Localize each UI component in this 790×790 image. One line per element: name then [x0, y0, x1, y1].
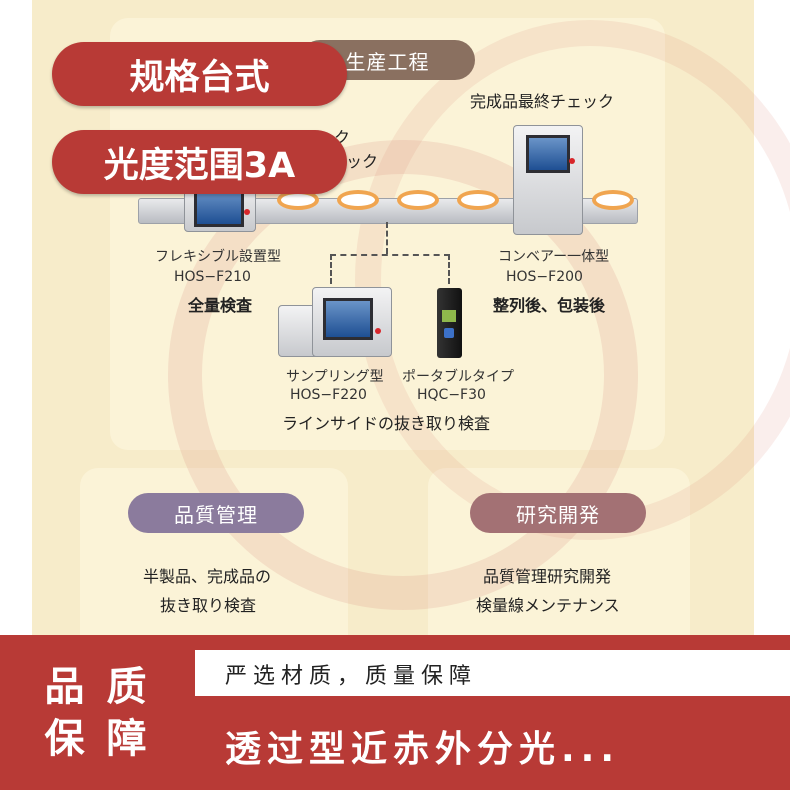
rd-line-2: 検量線メンテナンス: [476, 596, 620, 615]
line-side-inspection-label: ラインサイドの抜き取り検査: [282, 414, 491, 433]
portable-type-name: ポータブルタイプ: [402, 369, 514, 385]
final-check-label: 完成品最終チェック: [470, 92, 615, 111]
quality-line-1: 品 质: [44, 663, 151, 710]
footer-top-band: [195, 635, 790, 650]
flexible-type-name: フレキシブル設置型: [155, 249, 281, 265]
flexible-model: HOS−F210: [174, 269, 251, 285]
portable-analyzer: [437, 288, 462, 358]
portable-model: HQC−F30: [417, 387, 486, 403]
quality-assurance-block: 品 质 保 障: [0, 635, 195, 790]
quality-line-2: 保 障: [44, 715, 151, 762]
range-badge: 光度范围3A: [52, 130, 347, 194]
indicator-led: [569, 158, 575, 164]
sample-dish: [397, 190, 439, 210]
qc-line-2: 抜き取り検査: [160, 596, 257, 615]
quality-control-label: 品質管理: [128, 493, 304, 533]
sampling-analyzer: [312, 287, 392, 357]
research-label: 研究開発: [470, 493, 646, 533]
sampling-type-name: サンプリング型: [286, 369, 384, 385]
sample-dish: [337, 190, 379, 210]
connector-line: [330, 254, 332, 284]
conveyor-analyzer: [513, 125, 583, 235]
connector-line: [386, 222, 388, 254]
analyzer-screen: [526, 135, 570, 173]
portable-display: [442, 310, 456, 322]
indicator-led: [244, 209, 250, 215]
tagline-text: 严选材质，质量保障: [225, 664, 478, 689]
spec-badge: 规格台式: [52, 42, 347, 106]
qc-line-1: 半製品、完成品の: [143, 567, 272, 586]
conveyor-model: HOS−F200: [506, 269, 583, 285]
rd-line-1: 品質管理研究開発: [483, 567, 612, 586]
headline-text: 透过型近赤外分光...: [225, 729, 621, 770]
headline-block: 透过型近赤外分光...: [195, 696, 790, 790]
footer-banner: 品 质 保 障 严选材质，质量保障 透过型近赤外分光...: [0, 635, 790, 790]
sample-dish: [457, 190, 499, 210]
analyzer-screen: [323, 298, 373, 340]
connector-line: [330, 254, 450, 256]
indicator-led: [375, 328, 381, 334]
after-packing-label: 整列後、包装後: [493, 296, 606, 315]
tagline-strip: 严选材质，质量保障: [195, 650, 790, 696]
connector-line: [448, 254, 450, 284]
conveyor-type-name: コンベアー一体型: [498, 249, 610, 265]
portable-key: [444, 328, 454, 338]
sample-dish: [592, 190, 634, 210]
full-inspection-label: 全量検査: [188, 296, 253, 315]
sampling-model: HOS−F220: [290, 387, 367, 403]
